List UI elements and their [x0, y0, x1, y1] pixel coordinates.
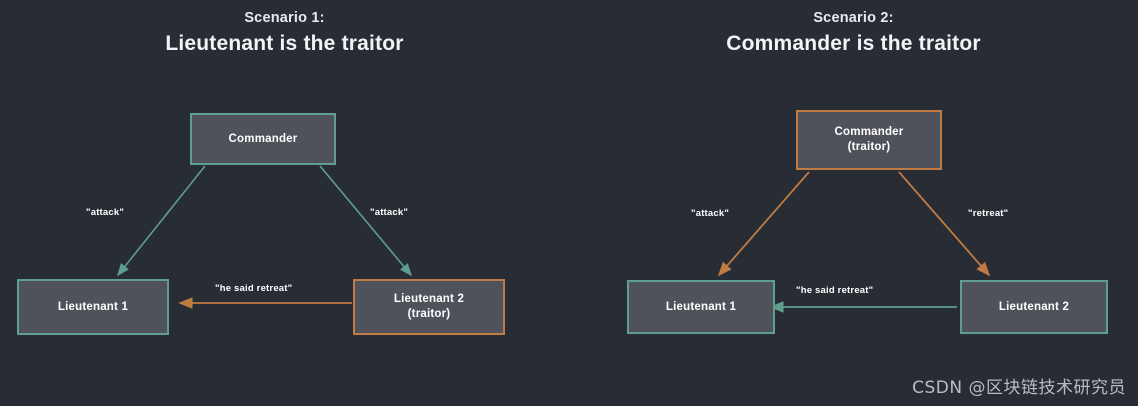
edge-label-commander-to-lieutenant2: "attack"	[370, 207, 409, 218]
node-lieutenant-1[interactable]: Lieutenant 1	[627, 280, 775, 334]
node-commander-label: Commander	[228, 132, 298, 145]
node-lieutenant-2-sublabel: (traitor)	[407, 308, 451, 320]
node-lieutenant-1-label: Lieutenant 1	[57, 300, 129, 313]
edge-label-commander-to-lieutenant2: "retreat"	[968, 208, 1009, 219]
node-commander-sublabel: (traitor)	[847, 141, 891, 153]
edge-commander-to-lieutenant1	[117, 165, 206, 277]
node-lieutenant-2[interactable]: Lieutenant 2 (traitor)	[353, 279, 505, 335]
node-commander-label: Commander	[834, 126, 904, 138]
edge-label-commander-to-lieutenant1: "attack"	[691, 208, 730, 219]
edge-commander-to-lieutenant1	[717, 171, 810, 277]
node-lieutenant-2-label: Lieutenant 2	[998, 300, 1070, 313]
node-commander[interactable]: Commander	[190, 113, 336, 165]
edge-commander-to-lieutenant2	[898, 171, 991, 277]
scenario-2-panel: Scenario 2: Commander is the traitor Com…	[569, 0, 1138, 406]
scenario-2-edges	[717, 171, 991, 313]
scenario-1-panel: Scenario 1: Lieutenant is the traitor Co…	[17, 10, 505, 335]
node-commander[interactable]: Commander (traitor)	[796, 110, 942, 170]
edge-commander-to-lieutenant2	[319, 165, 413, 277]
edge-label-lieutenant2-to-lieutenant1: "he said retreat"	[215, 283, 293, 294]
edge-label-commander-to-lieutenant1: "attack"	[86, 207, 125, 218]
node-lieutenant-1-label: Lieutenant 1	[665, 300, 737, 313]
scenario-1-edges	[117, 165, 413, 309]
node-lieutenant-1[interactable]: Lieutenant 1	[17, 279, 169, 335]
edge-label-lieutenant2-to-lieutenant1: "he said retreat"	[796, 285, 874, 296]
node-lieutenant-2-label: Lieutenant 2	[393, 293, 465, 305]
node-lieutenant-2[interactable]: Lieutenant 2	[960, 280, 1108, 334]
csdn-watermark: CSDN @区块链技术研究员	[912, 378, 1126, 398]
